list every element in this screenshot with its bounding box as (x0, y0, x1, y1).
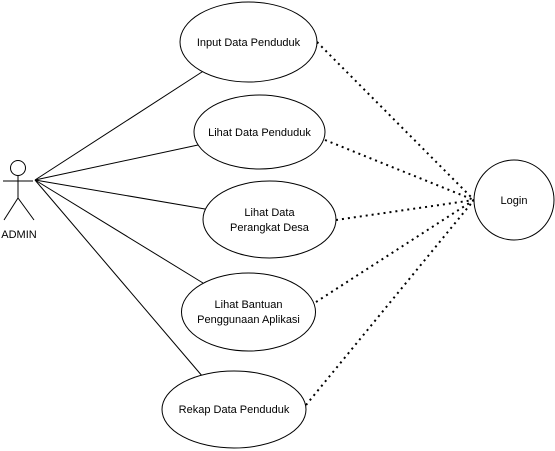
use-case-ellipse (202, 180, 337, 259)
use-case-ellipse (193, 94, 326, 170)
actor-right-leg (17, 197, 35, 221)
use-case-lihat-data-penduduk[interactable]: Lihat Data Penduduk (193, 94, 326, 170)
use-case-ellipse (161, 370, 307, 449)
association-rekap-data-penduduk (34, 179, 204, 378)
actor-label: ADMIN (1, 229, 37, 241)
dependency-bantuan-to-login (315, 199, 475, 303)
use-case-ellipse (473, 159, 555, 241)
dependency-lines (305, 41, 475, 406)
actor-admin[interactable]: ADMIN (1, 160, 37, 242)
association-lihat-bantuan (34, 179, 204, 284)
use-case-label-line-2: Penggunaan Aplikasi (197, 314, 300, 326)
use-case-label-line-1: Lihat Bantuan (215, 299, 283, 311)
use-case-ellipse (179, 1, 318, 83)
actor-left-leg (3, 197, 19, 221)
use-case-label-line-1: Lihat Data (244, 207, 295, 219)
use-case-input-data-penduduk[interactable]: Input Data Penduduk (179, 1, 318, 83)
use-case-login[interactable]: Login (473, 159, 555, 241)
use-case-label: Rekap Data Penduduk (179, 404, 290, 416)
use-case-label: Login (501, 195, 528, 207)
actor-head (10, 160, 26, 176)
use-case-label-line-2: Perangkat Desa (230, 222, 310, 234)
use-case-lihat-data-perangkat-desa[interactable]: Lihat Data Perangkat Desa (202, 180, 337, 259)
dependency-lihat-penduduk-to-login (324, 139, 475, 201)
association-lines (34, 69, 206, 378)
dependency-input-to-login (316, 41, 475, 201)
association-input-data-penduduk (34, 69, 206, 181)
use-case-label: Input Data Penduduk (197, 37, 301, 49)
use-case-rekap-data-penduduk[interactable]: Rekap Data Penduduk (161, 370, 307, 449)
dependency-rekap-to-login (305, 199, 475, 406)
association-lihat-data-penduduk (34, 144, 199, 181)
use-case-lihat-bantuan-penggunaan-aplikasi[interactable]: Lihat Bantuan Penggunaan Aplikasi (181, 272, 316, 352)
use-case-ellipse (181, 272, 316, 352)
use-case-label: Lihat Data Penduduk (208, 127, 311, 139)
dependency-perangkat-desa-to-login (335, 199, 475, 221)
association-lihat-data-perangkat-desa (34, 179, 206, 210)
